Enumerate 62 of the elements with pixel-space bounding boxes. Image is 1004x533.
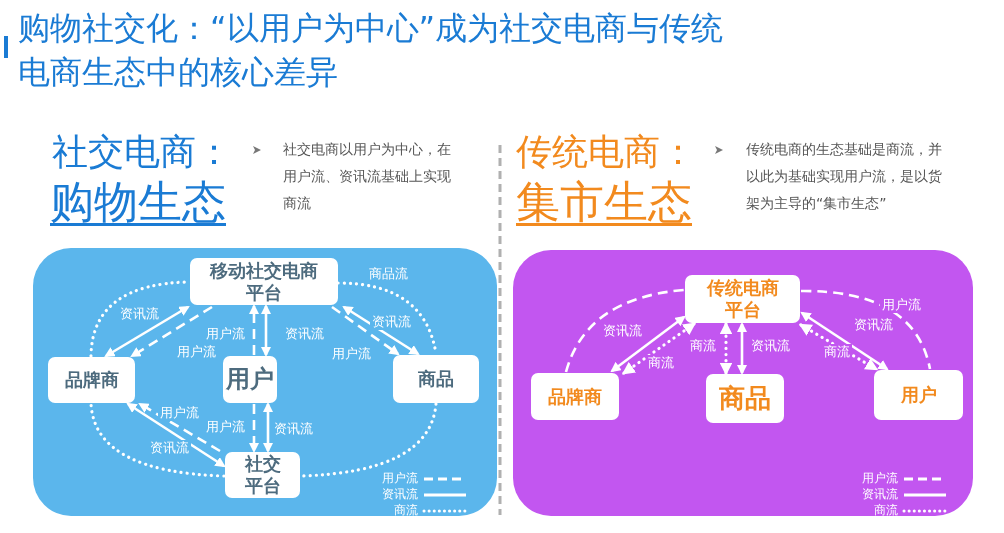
edge-label: 用户流 [158,405,201,421]
bullet-text: 社交电商以用户为中心，在用户流、资讯流基础上实现商流 [283,140,452,213]
section-subheading: 购物生态 [50,175,226,229]
edge-label: 用户流 [330,346,373,362]
role-box: 用户 [874,370,963,420]
arrow [130,305,213,358]
edge-label: 用户流 [175,344,218,360]
role-box: 品牌商 [531,373,619,420]
center-box: 商品 [706,374,784,423]
edge-label: 资讯流 [148,440,191,456]
edge-label: 资讯流 [370,314,413,330]
arrow [248,404,260,454]
arrow [104,305,190,358]
edge-label: 用户流 [204,419,247,435]
center-box: 用户 [223,356,277,403]
connector-line [89,402,226,478]
bullet-text: 传统电商的生态基础是商流，并以此为基础实现用户流，是以货架为主导的“集市生态” [746,140,943,213]
arrow [126,402,226,468]
panel-background [513,250,973,516]
title: 购物社交化：“以用户为中心”成为社交电商与传统电商生态中的核心差异 [18,8,725,93]
platform-box: 移动社交电商平台 [190,258,338,305]
legend-label: 用户流 [861,470,899,486]
panel-background [33,248,497,516]
edge-label: 用户流 [204,326,247,342]
legend-label: 资讯流 [381,486,419,502]
arrow [610,315,686,373]
arrow [621,322,697,375]
arrow [736,321,748,376]
section-heading: 社交电商： [52,130,232,174]
edge-label: 资讯流 [749,338,792,354]
edge-label: 商流 [688,338,718,354]
arrow [331,305,400,356]
arrow [248,303,260,355]
section-heading: 传统电商： [516,130,696,174]
role-box: 品牌商 [48,357,135,403]
edge-label: 商流 [822,344,852,360]
arrow [260,303,272,358]
legend-label: 资讯流 [861,486,899,502]
arrow [798,323,879,371]
arrow [719,321,733,376]
edge-label: 资讯流 [852,317,895,333]
edge-label: 资讯流 [601,323,644,339]
edge-label: 资讯流 [272,421,315,437]
legend-label: 商流 [393,502,419,518]
connector-line [800,289,932,370]
arrow [262,401,274,454]
section-subheading: 集市生态 [516,175,692,229]
edge-label: 商流 [646,355,676,371]
connector-line [299,402,438,478]
arrow [800,311,889,371]
role-box: 商品 [393,355,479,403]
platform-box: 传统电商平台 [685,275,800,323]
arrow [342,305,420,356]
edge-label: 用户流 [880,297,923,313]
arrow [138,402,221,453]
edge-label: 商品流 [367,266,410,282]
edge-label: 资讯流 [283,326,326,342]
legend-label: 用户流 [381,470,419,486]
legend-label: 商流 [873,502,899,518]
connector-line [564,288,685,373]
platform-box: 社交平台 [225,452,300,498]
edge-label: 资讯流 [118,306,161,322]
